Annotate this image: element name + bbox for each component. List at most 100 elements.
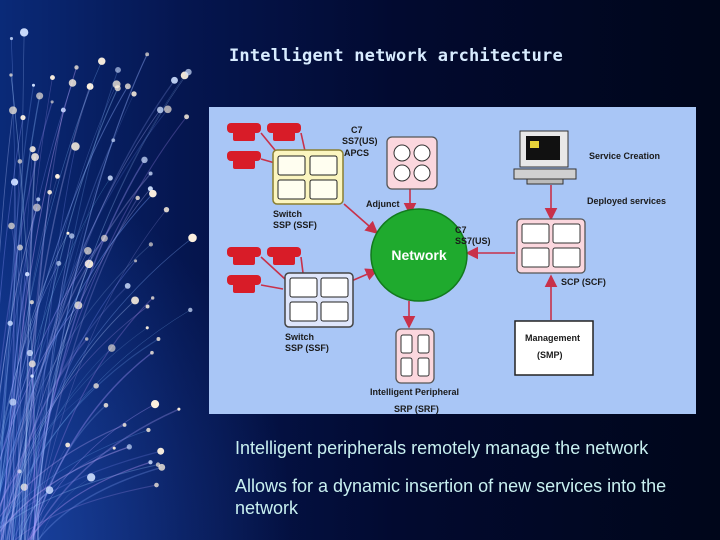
fiber-light-point — [188, 233, 197, 243]
slide-title: Intelligent network architecture — [229, 46, 563, 66]
fiber-light-point — [184, 114, 190, 120]
fiber-light-point — [171, 76, 178, 84]
fiber-strand — [14, 260, 136, 540]
fiber-strand — [30, 408, 180, 540]
fiber-strand — [37, 466, 162, 540]
fiber-light-point — [74, 301, 83, 310]
fiber-light-point — [17, 244, 23, 251]
fiber-strand — [0, 207, 38, 394]
fiber-light-point — [20, 483, 29, 491]
fiber-light-point — [7, 320, 13, 326]
fiber-strand — [32, 197, 139, 540]
fiber-strand — [0, 263, 60, 440]
fiber-light-point — [145, 304, 150, 309]
fiber-strand — [0, 352, 31, 540]
fiber-light-point — [84, 246, 92, 255]
fiber-strand — [19, 32, 25, 540]
fiber-light-point — [151, 296, 155, 300]
label-deployed-services: Deployed services — [587, 196, 666, 206]
adjunct-node — [386, 136, 438, 190]
label-switch-top: Switch — [273, 209, 302, 219]
fiber-strand — [0, 450, 161, 529]
fiber-strand — [32, 263, 90, 540]
fiber-strand — [0, 424, 125, 518]
fiber-strand — [0, 305, 79, 462]
fiber-strand — [27, 403, 156, 540]
fiber-light-point — [65, 442, 71, 448]
fiber-light-point — [163, 105, 172, 114]
fiber-strand — [32, 146, 76, 540]
fiber-strand — [5, 486, 25, 540]
fiber-light-point — [156, 337, 161, 341]
fiber-strand — [0, 61, 103, 497]
label-ssp-top: SSP (SSF) — [273, 220, 317, 230]
fiber-strand — [10, 86, 91, 540]
switch-ssp-top — [272, 149, 344, 205]
telephone-icon — [267, 247, 301, 265]
fiber-light-point — [103, 402, 109, 408]
fiber-light-point — [47, 189, 53, 195]
fiber-strand — [2, 199, 39, 540]
telephone-icon — [227, 247, 261, 265]
fiber-light-point — [185, 68, 192, 76]
fiber-light-point — [149, 189, 157, 198]
fiber-strand — [25, 192, 51, 540]
fiber-strand — [20, 376, 33, 540]
fiber-light-point — [36, 197, 41, 202]
fiber-light-point — [36, 92, 44, 100]
label-switch-bottom: Switch — [285, 332, 314, 342]
fiber-light-point — [188, 307, 193, 313]
fiber-strand — [0, 385, 97, 506]
telephone-icon — [227, 151, 261, 169]
fiber-light-point — [111, 138, 116, 143]
switch-ssp-bottom — [284, 272, 354, 328]
fiber-light-point — [122, 423, 127, 427]
fiber-light-point — [107, 344, 116, 352]
fiber-light-point — [146, 427, 151, 433]
fiber-strand — [2, 109, 161, 540]
fiber-light-point — [148, 242, 154, 247]
fiber-light-point — [55, 174, 60, 179]
fiber-strand — [19, 489, 50, 540]
fiber-strand — [0, 117, 24, 305]
fiber-strand — [9, 161, 21, 540]
fiber-light-point — [60, 107, 66, 113]
fiber-light-point — [17, 469, 22, 474]
fiber-strand — [0, 470, 21, 509]
fiber-strand — [0, 95, 41, 501]
fiber-light-point — [126, 444, 132, 450]
fiber-light-point — [66, 231, 70, 235]
fiber-strand — [12, 247, 21, 540]
fiber-light-point — [32, 203, 41, 212]
fiber-strand — [0, 464, 159, 529]
fiber-strand — [0, 233, 69, 447]
fiber-strand — [0, 429, 149, 525]
fiber-strand — [30, 404, 107, 540]
fiber-strand — [0, 67, 77, 540]
fiber-strand — [0, 173, 152, 515]
fiber-light-point — [150, 400, 160, 409]
fiber-strand — [0, 193, 154, 494]
telephone-icon — [227, 275, 261, 293]
intelligent-peripheral-node — [395, 328, 435, 384]
computer-icon — [513, 130, 577, 185]
label-management: Management — [525, 333, 580, 343]
fiber-light-point — [124, 283, 131, 289]
fiber-strand — [29, 352, 153, 540]
fiber-light-point — [87, 473, 96, 482]
fiber-strand — [31, 209, 167, 540]
fiber-strand — [0, 338, 88, 540]
fiber-strand — [0, 177, 111, 494]
telephone-icon-group-bottom — [227, 247, 301, 293]
management-node — [514, 320, 594, 376]
fiber-light-point — [107, 175, 113, 181]
fiber-strand — [30, 297, 154, 540]
fiber-strand — [11, 447, 115, 540]
fiber-light-point — [114, 85, 121, 92]
fiber-light-point — [148, 171, 153, 176]
label-srp: SRP (SRF) — [394, 404, 439, 414]
fiber-light-point — [131, 296, 139, 305]
label-ssp-bottom: SSP (SSF) — [285, 343, 329, 353]
fiber-light-point — [84, 259, 94, 269]
